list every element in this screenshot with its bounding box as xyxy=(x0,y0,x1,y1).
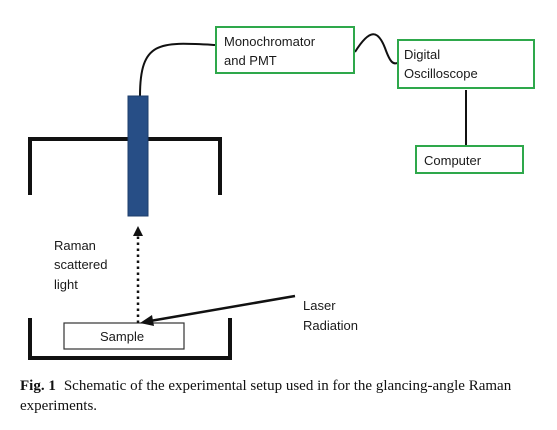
computer-box: Computer xyxy=(415,145,524,174)
raman-label-line-3: light xyxy=(54,277,78,292)
sample-box: Sample xyxy=(63,322,185,350)
upper-chamber xyxy=(28,137,222,195)
oscilloscope-label-line-1: Digital xyxy=(404,47,440,62)
fiber-cable-probe-to-monochromator xyxy=(139,42,216,97)
monochromator-label-line-2: and PMT xyxy=(224,53,277,68)
raman-scattered-light-annotation: Raman scattered light xyxy=(54,238,107,292)
oscilloscope-label-line-2: Oscilloscope xyxy=(404,66,478,81)
laser-arrow-head xyxy=(140,315,154,326)
laser-label-line-1: Laser xyxy=(303,298,336,313)
collection-probe xyxy=(127,95,149,217)
raman-label-line-1: Raman xyxy=(54,238,96,253)
lower-chamber xyxy=(28,318,232,360)
computer-label: Computer xyxy=(424,153,482,168)
raman-arrow-head xyxy=(133,226,143,236)
monochromator-label-line-1: Monochromator xyxy=(224,34,316,49)
laser-label-line-2: Radiation xyxy=(303,318,358,333)
raman-label-line-2: scattered xyxy=(54,257,107,272)
sample-label: Sample xyxy=(100,329,144,344)
figure-number: Fig. 1 xyxy=(20,378,56,394)
digital-oscilloscope-box: Digital Oscilloscope xyxy=(397,39,535,89)
monochromator-pmt-box: Monochromator and PMT xyxy=(215,26,355,74)
cable-monochromator-to-oscilloscope xyxy=(354,33,401,65)
figure-caption-text: Schematic of the experimental setup used… xyxy=(20,378,512,414)
laser-radiation-arrow xyxy=(149,294,296,323)
laser-radiation-annotation: Laser Radiation xyxy=(303,298,358,333)
